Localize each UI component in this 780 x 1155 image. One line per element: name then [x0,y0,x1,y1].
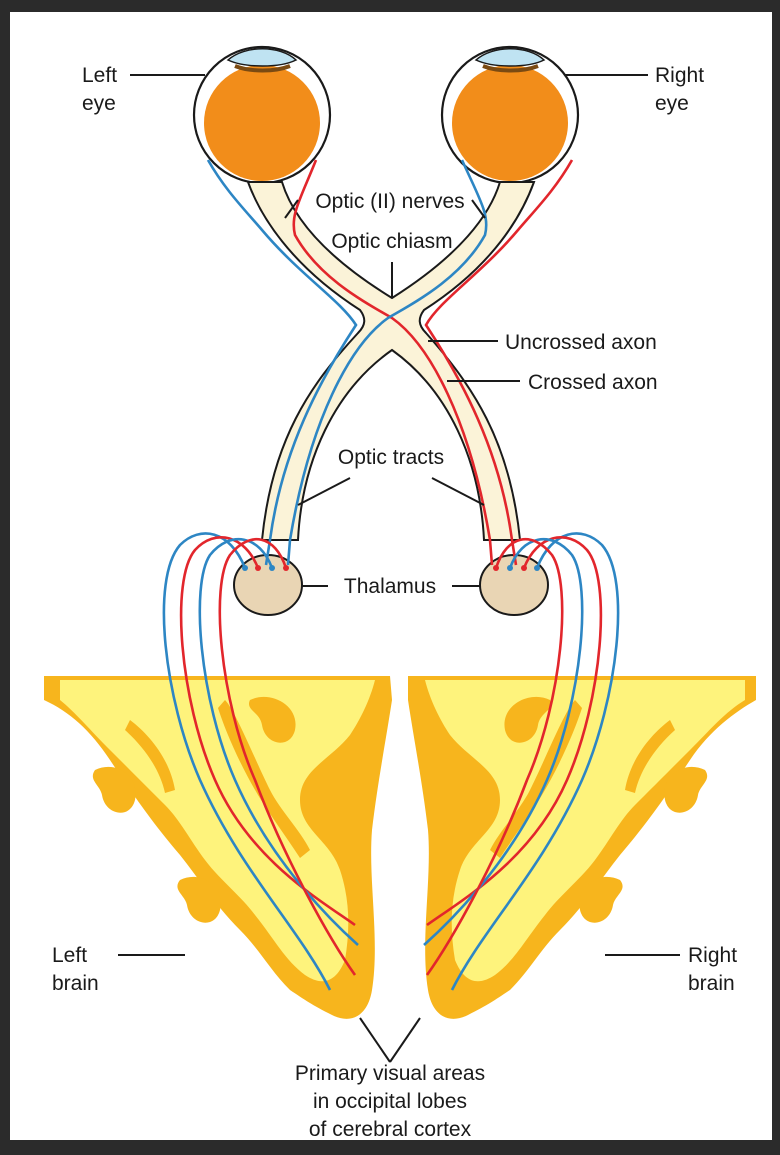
label-right-brain-line2: brain [688,972,735,995]
label-left-eye-line2: eye [82,92,116,115]
label-right-eye-line1: Right [655,64,704,87]
label-left-brain-line2: brain [52,972,99,995]
left-eye-crossed-axon [294,160,492,565]
label-left-eye-line1: Left [82,64,117,87]
right-eye-crossed-axon [288,160,486,565]
label-visual-areas-line3: of cerebral cortex [309,1118,472,1141]
label-right-eye-line2: eye [655,92,689,115]
left-eye [194,47,330,183]
label-left-brain-line1: Left [52,944,87,967]
thalamus-terminals [242,565,540,571]
label-optic-tracts: Optic tracts [338,446,444,469]
label-uncrossed-axon: Uncrossed axon [505,331,657,354]
label-thalamus: Thalamus [344,575,436,598]
label-right-brain-line1: Right [688,944,737,967]
label-visual-areas-line1: Primary visual areas [295,1062,485,1085]
right-occipital-lobe [408,676,756,1019]
label-visual-areas-line2: in occipital lobes [313,1090,467,1113]
label-optic-chiasm: Optic chiasm [331,230,452,253]
label-optic-nerves: Optic (II) nerves [315,190,464,213]
label-crossed-axon: Crossed axon [528,371,658,394]
